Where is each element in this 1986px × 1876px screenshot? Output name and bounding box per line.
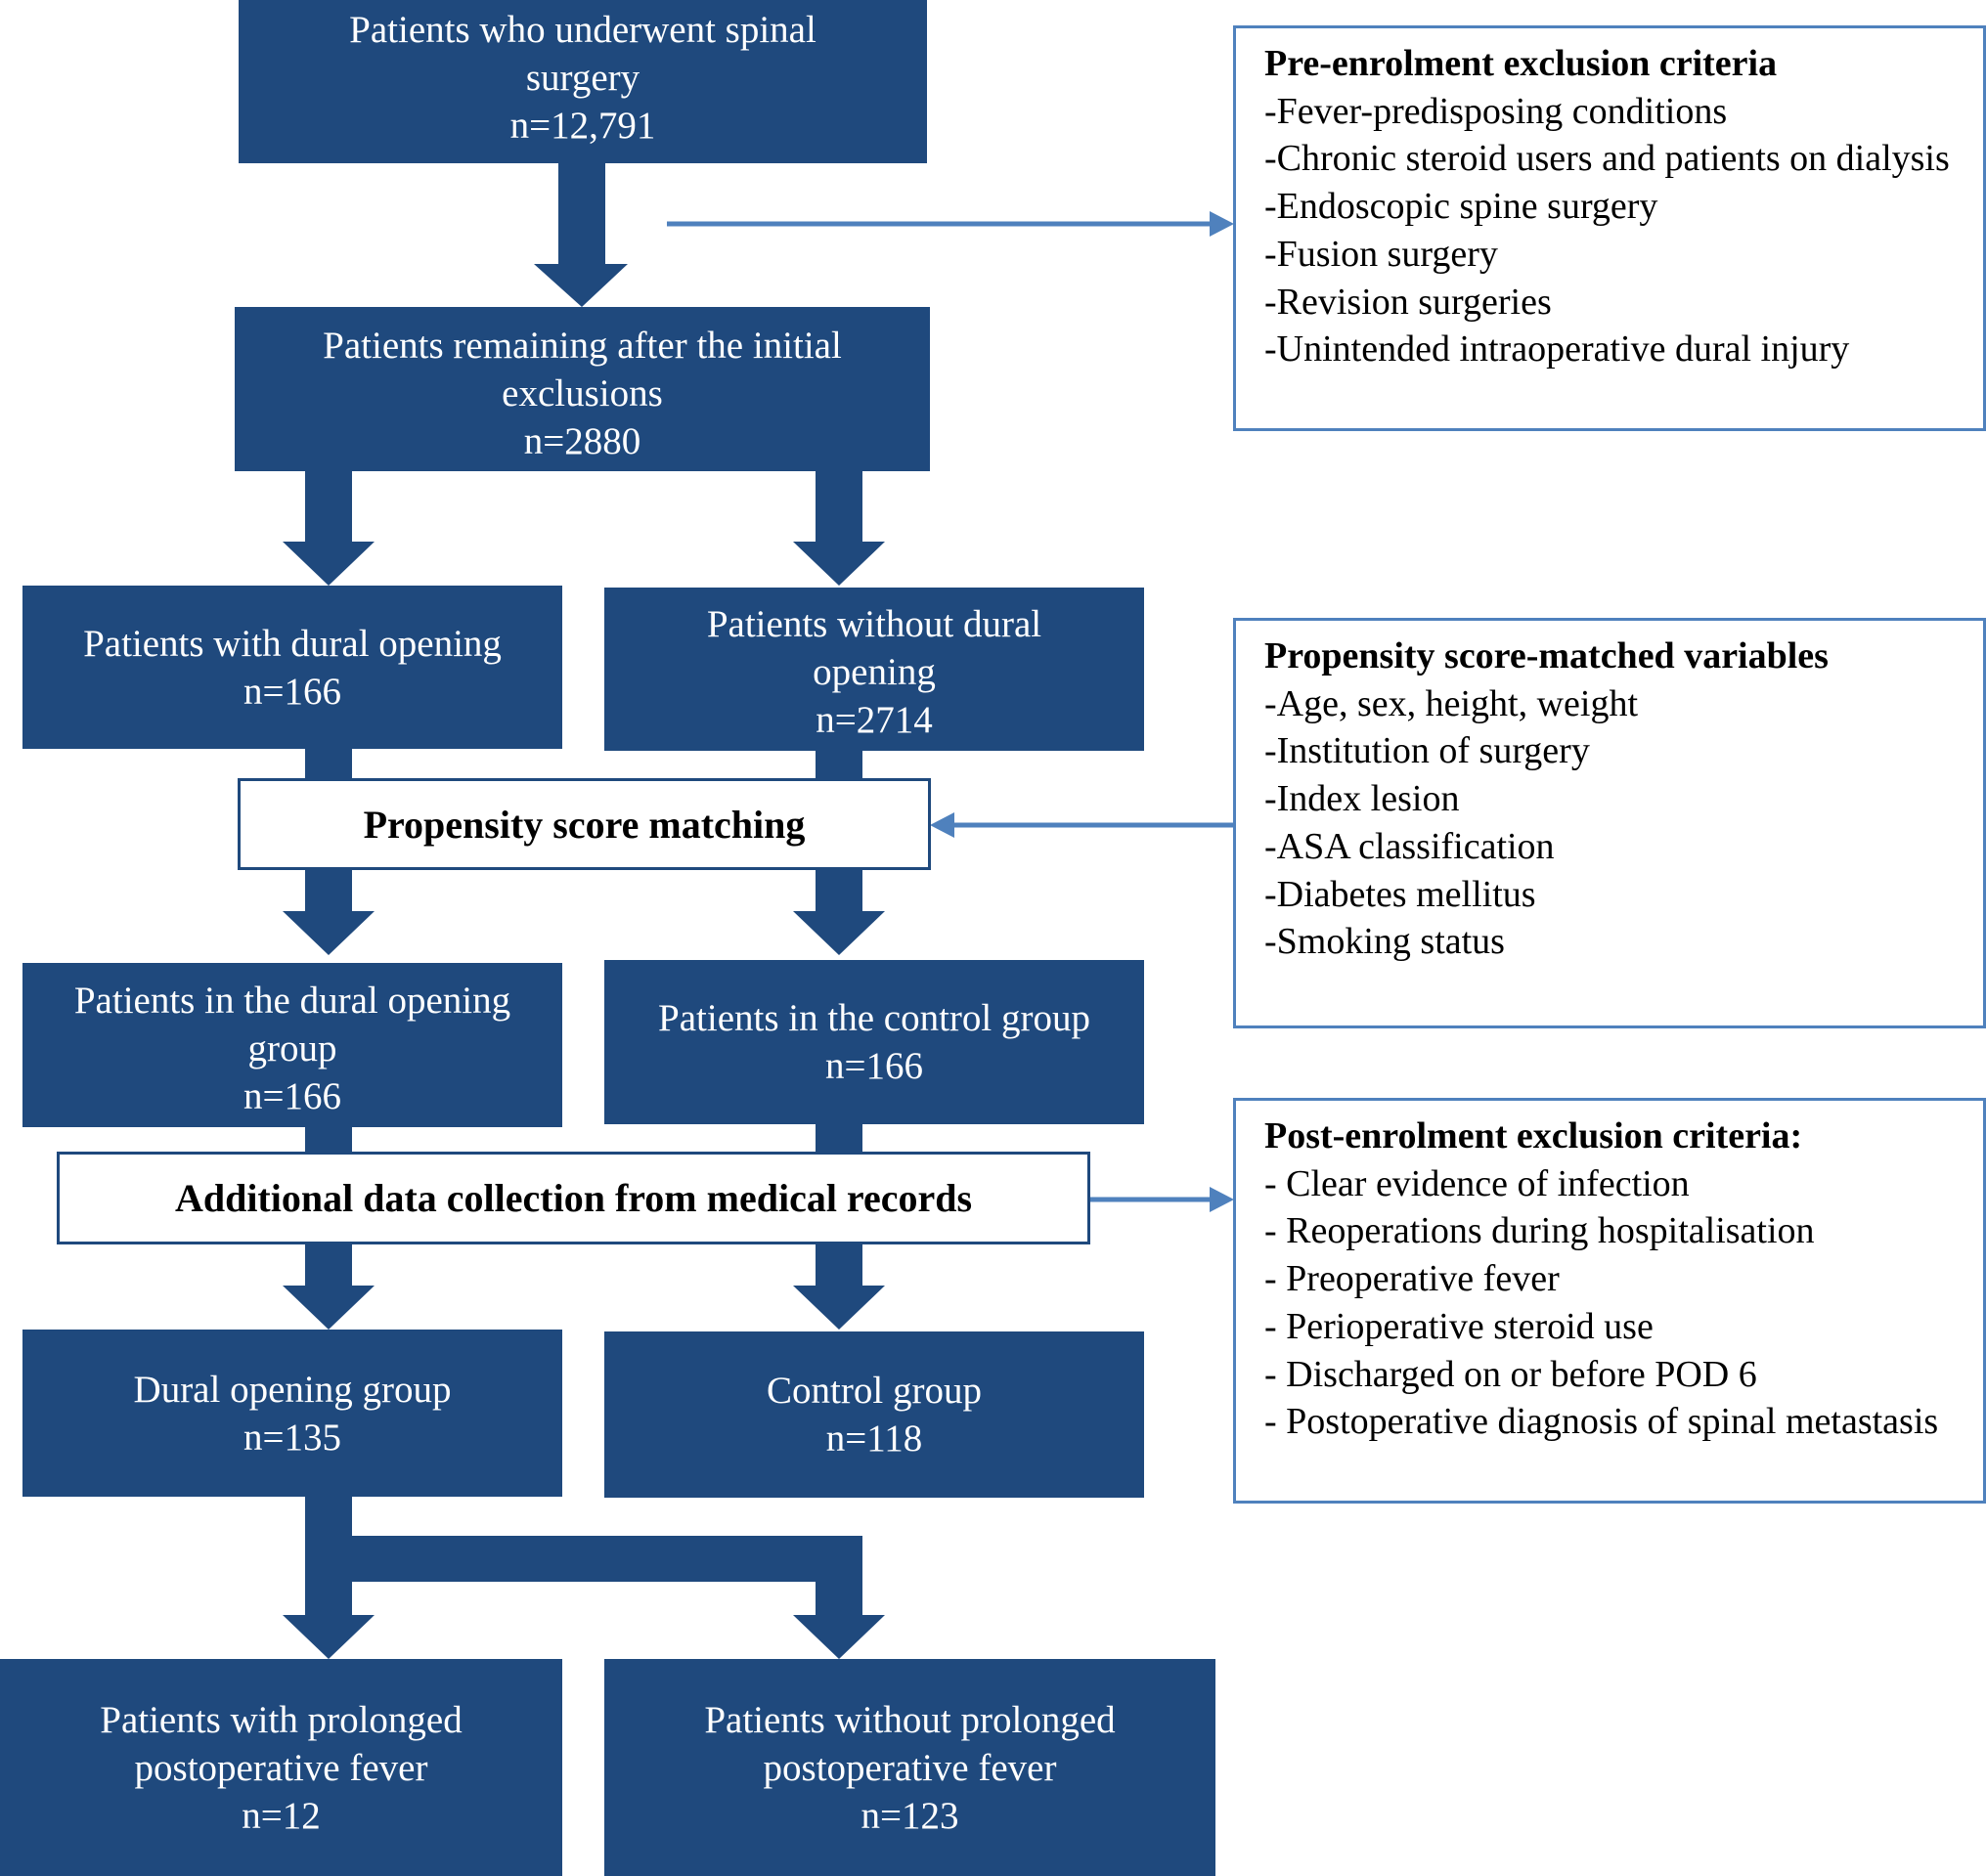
arrow-total-to-initial	[534, 163, 628, 307]
psm-variable-item: -Institution of surgery	[1264, 730, 1590, 772]
pre-exclusion-item: -Revision surgeries	[1264, 281, 1552, 323]
arrow-collection-to-dural-final	[283, 1244, 375, 1330]
post-exclusion-item: - Reoperations during hospitalisation	[1264, 1210, 1815, 1252]
arrow-psm-to-control-group	[793, 870, 885, 955]
pre-exclusion-item: -Endoscopic spine surgery	[1264, 186, 1658, 228]
box-without-dural-opening: Patients without dural opening n=2714	[604, 588, 1144, 751]
panel-propensity-variables: Propensity score-matched variables -Age,…	[1233, 618, 1986, 1028]
arrowhead-post-exclusion	[1210, 1187, 1234, 1212]
box-propensity-score-matching: Propensity score matching	[238, 778, 931, 870]
box-without-dural-opening-text: Patients without dural opening	[706, 603, 1042, 693]
connector-without-dural-to-psm	[816, 751, 862, 778]
arrow-dural-final-to-no-prolonged	[793, 1582, 885, 1659]
box-additional-data-collection: Additional data collection from medical …	[57, 1152, 1090, 1244]
panel-post-enrolment-exclusion-title: Post-enrolment exclusion criteria:	[1264, 1115, 1803, 1156]
pre-exclusion-item: -Chronic steroid users and patients on d…	[1264, 138, 1950, 180]
post-exclusion-item: - Clear evidence of infection	[1264, 1162, 1690, 1204]
box-initial-exclusions-text: Patients remaining after the initial exc…	[323, 324, 842, 414]
psm-variable-item: -Index lesion	[1264, 778, 1460, 820]
box-total-patients-text: Patients who underwent spinal surgery	[349, 9, 816, 99]
connector-with-dural-to-psm	[305, 749, 352, 778]
box-additional-data-collection-label: Additional data collection from medical …	[174, 1176, 973, 1220]
box-with-dural-opening: Patients with dural opening n=166	[22, 586, 562, 749]
box-control-group-text: Patients in the control group	[658, 997, 1090, 1039]
box-dural-opening-group-count: n=166	[243, 1074, 341, 1117]
arrow-psm-to-dural-group	[283, 870, 375, 955]
pre-exclusion-item: -Fever-predisposing conditions	[1264, 90, 1728, 132]
pre-exclusion-item: -Unintended intraoperative dural injury	[1264, 328, 1850, 371]
psm-variable-item: -Smoking status	[1264, 921, 1505, 963]
box-dural-opening-group: Patients in the dural opening group n=16…	[22, 963, 562, 1127]
box-initial-exclusions: Patients remaining after the initial exc…	[235, 307, 930, 471]
box-without-dural-opening-count: n=2714	[816, 699, 933, 741]
pre-exclusion-item: -Fusion surgery	[1264, 233, 1498, 275]
panel-post-enrolment-exclusion: Post-enrolment exclusion criteria: - Cle…	[1233, 1098, 1986, 1504]
panel-pre-enrolment-exclusion: Pre-enrolment exclusion criteria -Fever-…	[1233, 25, 1986, 431]
box-prolonged-fever-count: n=12	[242, 1794, 321, 1837]
box-control-final-count: n=118	[825, 1418, 923, 1460]
arrow-dural-final-to-prolonged	[283, 1497, 375, 1659]
post-exclusion-item: - Discharged on or before POD 6	[1264, 1353, 1757, 1395]
box-no-prolonged-fever: Patients without prolonged postoperative…	[604, 1659, 1215, 1876]
box-no-prolonged-fever-count: n=123	[861, 1794, 959, 1837]
arrowhead-pre-exclusion	[1210, 211, 1234, 237]
psm-variable-item: -ASA classification	[1264, 825, 1555, 867]
box-control-final: Control group n=118	[604, 1331, 1144, 1498]
branch-bar	[352, 1536, 862, 1582]
box-with-dural-opening-text: Patients with dural opening	[83, 622, 502, 665]
box-total-patients-count: n=12,791	[509, 105, 656, 147]
box-dural-opening-final-count: n=135	[243, 1416, 341, 1459]
box-propensity-score-matching-label: Propensity score matching	[363, 802, 806, 847]
box-initial-exclusions-count: n=2880	[523, 419, 641, 462]
arrow-initial-to-with-dural	[283, 471, 375, 586]
box-prolonged-fever-text: Patients with prolonged postoperative fe…	[100, 1698, 463, 1789]
box-control-group-count: n=166	[825, 1045, 923, 1087]
connector-control-group-to-collection	[816, 1124, 862, 1152]
panel-propensity-variables-title: Propensity score-matched variables	[1264, 635, 1829, 676]
box-control-final-text: Control group	[767, 1370, 982, 1412]
box-control-group: Patients in the control group n=166	[604, 960, 1144, 1124]
psm-variable-item: -Diabetes mellitus	[1264, 873, 1536, 915]
box-dural-opening-final-text: Dural opening group	[133, 1368, 452, 1411]
post-exclusion-item: - Perioperative steroid use	[1264, 1305, 1654, 1347]
arrow-collection-to-control-final	[793, 1244, 885, 1330]
post-exclusion-item: - Postoperative diagnosis of spinal meta…	[1264, 1401, 1939, 1443]
box-prolonged-fever: Patients with prolonged postoperative fe…	[0, 1659, 562, 1876]
psm-variable-item: -Age, sex, height, weight	[1264, 682, 1639, 724]
box-dural-opening-final: Dural opening group n=135	[22, 1330, 562, 1497]
panel-pre-enrolment-exclusion-title: Pre-enrolment exclusion criteria	[1264, 43, 1778, 84]
connector-dural-group-to-collection	[305, 1127, 352, 1152]
post-exclusion-item: - Preoperative fever	[1264, 1258, 1560, 1300]
box-total-patients: Patients who underwent spinal surgery n=…	[239, 0, 927, 163]
box-with-dural-opening-count: n=166	[243, 670, 341, 713]
arrowhead-psm-variables	[930, 812, 954, 838]
arrow-initial-to-without-dural	[793, 471, 885, 586]
box-no-prolonged-fever-text: Patients without prolonged postoperative…	[704, 1698, 1116, 1789]
box-dural-opening-group-text: Patients in the dural opening group	[73, 979, 511, 1069]
